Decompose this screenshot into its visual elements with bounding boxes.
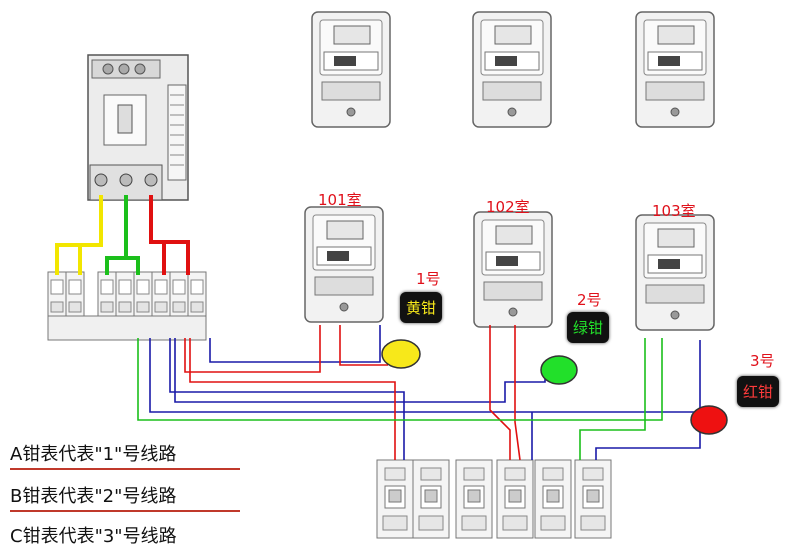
legend-divider (10, 510, 240, 512)
room-label-101: 101室 (318, 191, 362, 209)
green-wires-bottom (137, 338, 663, 460)
meter-top-3 (635, 11, 715, 128)
legend-line-a: A钳表代表"1"号线路 (10, 444, 177, 465)
room-label-102: 102室 (486, 198, 530, 216)
clamp-yellow (381, 339, 421, 369)
clamp-number-2: 2号 (577, 291, 602, 309)
left-breaker-row (47, 271, 207, 341)
clamp-green (540, 355, 578, 385)
green-wires (105, 195, 140, 275)
meter-top-1 (311, 11, 391, 128)
clamp-number-3: 3号 (750, 352, 775, 370)
clamp-tag-red: 红钳 (737, 376, 780, 407)
meter-103 (635, 214, 715, 331)
blue-wires (149, 325, 701, 460)
clamp-red (690, 405, 728, 435)
clamp-tag-yellow: 黄钳 (400, 292, 443, 323)
legend-line-b: B钳表代表"2"号线路 (10, 486, 177, 507)
room-label-103: 103室 (652, 202, 696, 220)
meter-101 (304, 206, 384, 323)
clamp-number-1: 1号 (416, 270, 441, 288)
legend-divider (10, 468, 240, 470)
main-breaker (87, 54, 189, 201)
yellow-wires (55, 195, 103, 275)
meter-102 (473, 211, 553, 328)
clamp-tag-green: 绿钳 (567, 312, 610, 343)
legend-line-c: C钳表代表"3"号线路 (10, 526, 177, 547)
bottom-breaker-row (376, 459, 612, 539)
meter-top-2 (472, 11, 552, 128)
red-wires-top (149, 195, 190, 275)
